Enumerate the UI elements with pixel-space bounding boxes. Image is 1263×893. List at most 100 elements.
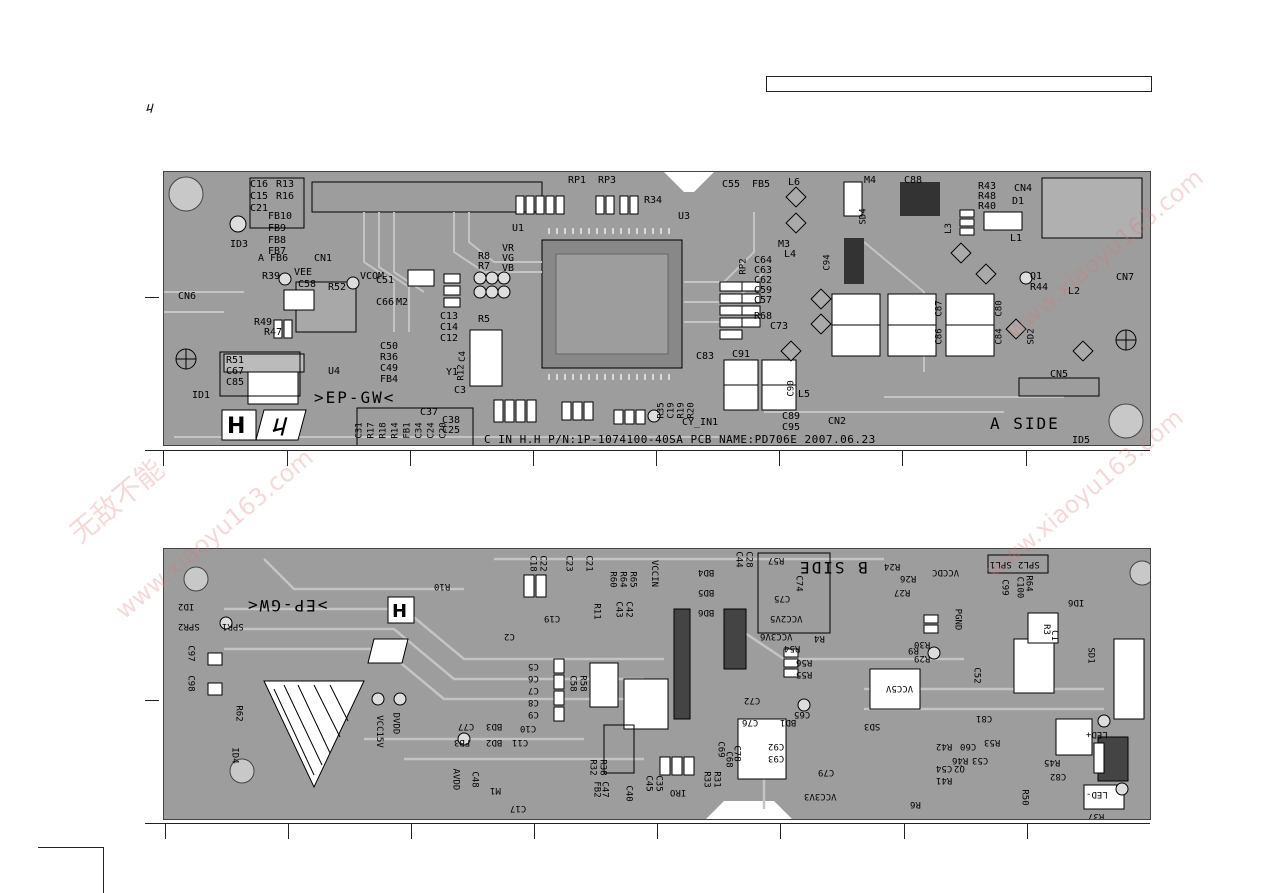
label-bd3: BD3 bbox=[486, 721, 503, 731]
label-fb8: FB8 bbox=[268, 235, 287, 246]
label-bd4: BD4 bbox=[698, 567, 715, 577]
label-c53: C53 bbox=[972, 755, 989, 765]
label-cn4: CN4 bbox=[1014, 183, 1033, 194]
label-sd4: SD4 bbox=[858, 208, 869, 225]
label-c59: C59 bbox=[754, 285, 773, 296]
label-dvdd: DVDD bbox=[390, 712, 401, 735]
label-u1: U1 bbox=[512, 223, 525, 234]
label-q2: Q2 bbox=[954, 763, 965, 773]
label-c3: C3 bbox=[454, 385, 467, 396]
label-c9: C9 bbox=[528, 709, 539, 719]
part-number-a: C_IN H.H P/N:1P-1074100-40SA PCB NAME:PD… bbox=[484, 433, 876, 446]
label-c74: C74 bbox=[793, 575, 804, 592]
label-id3: ID3 bbox=[230, 239, 249, 250]
label-r64: R64 bbox=[617, 571, 628, 588]
label-cn2: CN2 bbox=[828, 416, 847, 427]
label-r33: R33 bbox=[701, 771, 712, 788]
label-fb5: FB5 bbox=[752, 179, 771, 190]
label-spr2: SPR2 bbox=[178, 621, 200, 631]
label-l3: L3 bbox=[943, 223, 954, 234]
label-c49: C49 bbox=[380, 363, 399, 374]
label-r10: R10 bbox=[434, 581, 451, 591]
label-r8: R8 bbox=[478, 251, 491, 262]
label-cn1: CN1 bbox=[314, 253, 333, 264]
label-c1: C1 bbox=[1048, 630, 1059, 641]
label-d1: D1 bbox=[1012, 196, 1025, 207]
label-l4: L4 bbox=[784, 249, 797, 260]
label-c81: C81 bbox=[976, 713, 993, 723]
label-c76: C76 bbox=[742, 717, 759, 727]
label-m3: M3 bbox=[778, 239, 791, 250]
label-c6: C6 bbox=[528, 673, 539, 683]
pcb-b-traces: H bbox=[183, 552, 1150, 819]
label-iro: IRO bbox=[670, 787, 687, 797]
label-c40: C40 bbox=[623, 785, 634, 802]
label-c31: C31 bbox=[354, 422, 365, 439]
label-c86: C86 bbox=[934, 328, 945, 345]
label-r42: R42 bbox=[936, 741, 953, 751]
label-c91: C91 bbox=[732, 349, 751, 360]
label-c63: C63 bbox=[754, 265, 773, 276]
label-c22: C22 bbox=[537, 555, 548, 572]
label-vcc5v: VCC5V bbox=[886, 683, 914, 693]
label-m1: M1 bbox=[490, 785, 501, 795]
label-cy-in1: CY_IN1 bbox=[682, 417, 719, 428]
label-c92: C92 bbox=[768, 741, 785, 751]
label-c21: C21 bbox=[250, 203, 269, 214]
label-c13: C13 bbox=[440, 311, 459, 322]
label-id2: ID2 bbox=[178, 601, 195, 611]
label-c58b: C58 bbox=[567, 675, 578, 692]
label-cn5: CN5 bbox=[1050, 369, 1069, 380]
label-c97: C97 bbox=[185, 645, 196, 662]
label-bd2: BD2 bbox=[486, 737, 503, 747]
title-box bbox=[766, 76, 1152, 92]
label-fb7: FB7 bbox=[268, 246, 287, 257]
label-c25: C25 bbox=[442, 425, 461, 436]
label-c98: C98 bbox=[185, 675, 196, 692]
label-c84: C84 bbox=[994, 328, 1005, 345]
label-c18: C18 bbox=[527, 555, 538, 572]
label-vccin: VCCIN bbox=[649, 559, 660, 588]
label-fb1: FB1 bbox=[402, 422, 413, 439]
label-r43: R43 bbox=[978, 181, 997, 192]
label-r60: R60 bbox=[607, 571, 618, 588]
label-sd2: SD2 bbox=[1026, 328, 1037, 345]
label-c83: C83 bbox=[696, 351, 715, 362]
label-c88: C88 bbox=[904, 175, 923, 186]
label-c93: C93 bbox=[768, 753, 785, 763]
label-bd6: BD6 bbox=[698, 607, 715, 617]
label-r38: R38 bbox=[597, 759, 608, 776]
label-r17: R17 bbox=[366, 422, 377, 439]
label-c28: C28 bbox=[743, 551, 754, 568]
label-y1: Y1 bbox=[446, 367, 459, 378]
label-u4: U4 bbox=[328, 366, 341, 377]
label-r24: R24 bbox=[884, 561, 901, 571]
label-c94: C94 bbox=[822, 254, 833, 271]
label-vcc3v3: VCC3V3 bbox=[804, 791, 837, 801]
label-c52: C52 bbox=[971, 667, 982, 684]
label-r5: R5 bbox=[478, 314, 491, 325]
label-c90: C90 bbox=[786, 380, 797, 397]
label-r31: R31 bbox=[711, 771, 722, 788]
label-r4: R4 bbox=[814, 633, 825, 643]
pcb-a-side: H ㄐ C16 C15 C21 R13 R16 FB10 FB9 FB8 FB7… bbox=[163, 171, 1151, 446]
label-c10: C10 bbox=[520, 723, 537, 733]
model-label-a: >EP-GW< bbox=[314, 388, 396, 407]
label-r44: R44 bbox=[1030, 282, 1049, 293]
label-id1: ID1 bbox=[192, 390, 211, 401]
model-label-b: >EP-GW< bbox=[246, 596, 328, 615]
label-c54: C54 bbox=[936, 763, 953, 773]
label-c66: C66 bbox=[376, 297, 395, 308]
label-c34: C34 bbox=[414, 422, 425, 439]
label-c99: C99 bbox=[999, 579, 1010, 596]
label-c45: C45 bbox=[643, 775, 654, 792]
label-l2: L2 bbox=[1068, 286, 1081, 297]
label-r51: R51 bbox=[226, 355, 245, 366]
label-c77: C77 bbox=[458, 721, 475, 731]
label-c4: C4 bbox=[457, 351, 468, 362]
label-id5: ID5 bbox=[1072, 435, 1091, 446]
label-m2: M2 bbox=[396, 297, 409, 308]
label-vcc3v6: VCC3V6 bbox=[760, 631, 793, 641]
label-c60: C60 bbox=[960, 741, 977, 751]
label-led-plus: LED+ bbox=[1086, 729, 1108, 739]
